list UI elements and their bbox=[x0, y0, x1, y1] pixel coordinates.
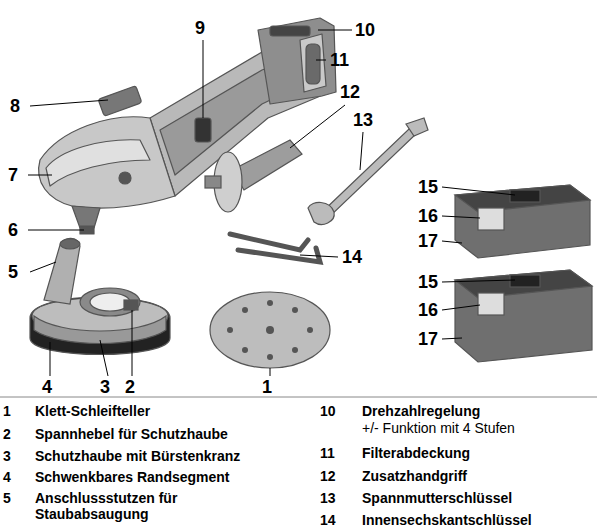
callout-number: 10 bbox=[355, 20, 375, 41]
list-number: 1 bbox=[3, 403, 11, 419]
callout-number: 16 bbox=[418, 300, 438, 321]
list-number: 5 bbox=[3, 490, 11, 506]
callout-number: 1 bbox=[262, 377, 272, 398]
callout-number: 13 bbox=[353, 110, 373, 131]
list-number: 10 bbox=[320, 403, 336, 419]
callout-number: 5 bbox=[8, 262, 18, 283]
list-text: Schutzhaube mit Bürstenkranz bbox=[35, 448, 240, 464]
callout-number: 14 bbox=[342, 247, 362, 268]
callout-number: 4 bbox=[42, 377, 52, 398]
callout-number: 15 bbox=[418, 272, 438, 293]
list-number: 2 bbox=[3, 426, 11, 442]
callout-number: 6 bbox=[8, 220, 18, 241]
list-text: Drehzahlregelung bbox=[362, 403, 480, 419]
callout-number: 15 bbox=[418, 177, 438, 198]
list-text: Zusatzhandgriff bbox=[362, 468, 467, 484]
list-text: Schwenkbares Randsegment bbox=[35, 469, 230, 485]
callout-number: 7 bbox=[8, 165, 18, 186]
list-number: 12 bbox=[320, 468, 336, 484]
list-number: 14 bbox=[320, 512, 336, 528]
list-number: 3 bbox=[3, 448, 11, 464]
list-subtext: +/- Funktion mit 4 Stufen bbox=[362, 420, 515, 436]
callout-number: 2 bbox=[125, 377, 135, 398]
callout-number: 17 bbox=[418, 231, 438, 252]
list-text: Spannmutterschlüssel bbox=[362, 490, 512, 506]
callout-number: 16 bbox=[418, 206, 438, 227]
list-text: Anschlussstutzen für Staubabsaugung bbox=[35, 490, 225, 522]
callout-number: 17 bbox=[418, 329, 438, 350]
list-number: 13 bbox=[320, 490, 336, 506]
callout-number: 3 bbox=[100, 377, 110, 398]
list-text: Spannhebel für Schutzhaube bbox=[35, 426, 228, 442]
list-text: Klett-Schleifteller bbox=[35, 403, 150, 419]
callout-number: 8 bbox=[10, 96, 20, 117]
list-number: 4 bbox=[3, 469, 11, 485]
callout-number: 9 bbox=[195, 18, 205, 39]
callout-number: 11 bbox=[330, 50, 349, 71]
list-number: 11 bbox=[320, 445, 335, 461]
list-text: Filterabdeckung bbox=[362, 445, 470, 461]
list-text: Innensechskantschlüssel bbox=[362, 512, 532, 528]
callout-number: 12 bbox=[340, 82, 360, 103]
